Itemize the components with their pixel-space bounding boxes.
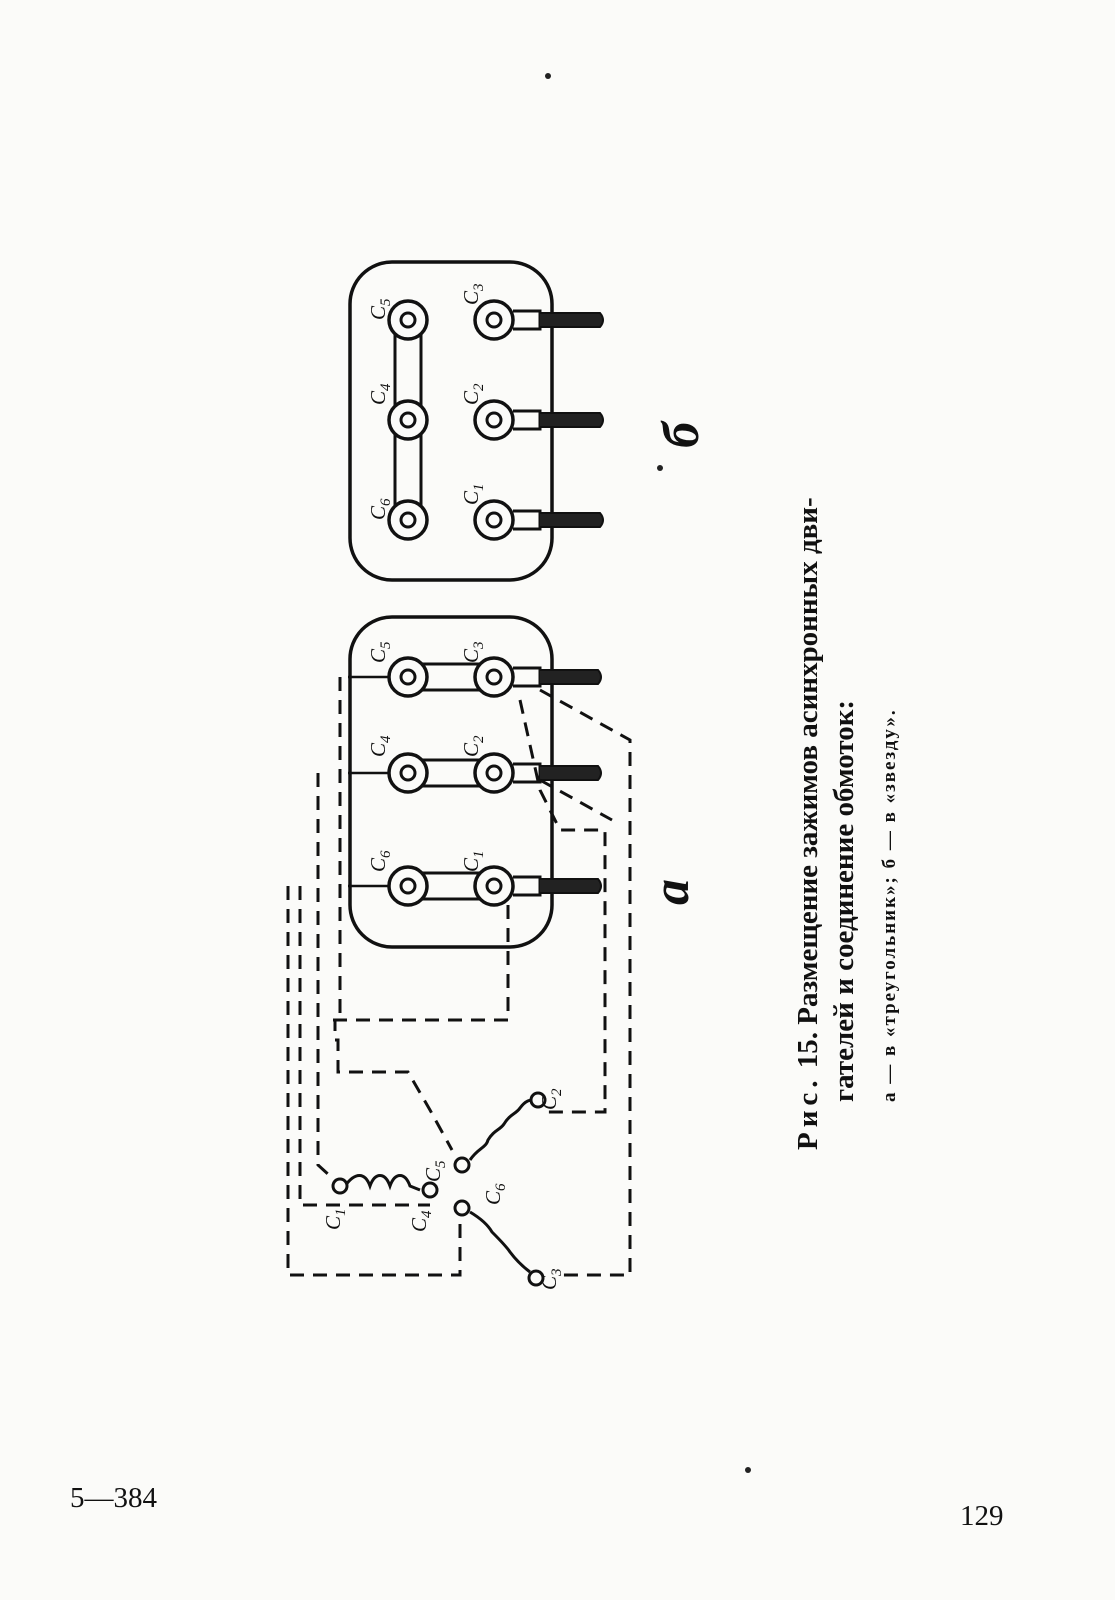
- lead-wire: [513, 762, 602, 784]
- caption-line2: гателей и соединение обмоток:: [828, 699, 860, 1102]
- panel-a-diagram: C6 C4 C5 C1 C2 C3 C1 C4 C5 C6 C2 C3 а: [286, 615, 700, 1290]
- winding-terminal: [527, 1269, 545, 1287]
- caption-number: 15.: [792, 1031, 824, 1069]
- terminal-label: C2: [459, 383, 487, 405]
- terminal: [473, 299, 515, 341]
- terminal-label: C1: [459, 483, 487, 505]
- terminal-label: C4: [366, 735, 394, 757]
- terminal-label: C5: [366, 641, 394, 663]
- winding-terminal: [453, 1156, 471, 1174]
- caption-line1: Размещение зажимов асинхронных дви-: [792, 497, 824, 1025]
- terminal-label: C5: [366, 298, 394, 320]
- winding-terminal: [421, 1181, 439, 1199]
- panel-a-label: а: [643, 879, 700, 905]
- winding-label: C2: [537, 1088, 565, 1110]
- figure-caption: Рис. 15. Размещение зажимов асинхронных …: [790, 250, 908, 1150]
- lead-wire: [513, 509, 604, 531]
- winding-label: C1: [321, 1208, 349, 1230]
- panel-b-label: б: [653, 420, 710, 448]
- terminal-label: C6: [366, 498, 394, 520]
- winding-coils: [343, 1098, 535, 1274]
- terminal: [387, 399, 429, 441]
- connection-wires: [286, 677, 632, 1277]
- terminal-label: C3: [459, 283, 487, 305]
- winding-label: C5: [421, 1160, 449, 1182]
- terminal-label: C2: [459, 735, 487, 757]
- terminal: [387, 656, 429, 698]
- terminal-label: C3: [459, 641, 487, 663]
- speck: [745, 1467, 751, 1473]
- terminal-label: C6: [366, 850, 394, 872]
- winding-label: C6: [481, 1183, 509, 1205]
- winding-terminal: [331, 1177, 349, 1195]
- terminal: [387, 752, 429, 794]
- terminal-label: C4: [366, 383, 394, 405]
- lead-wire: [513, 666, 602, 688]
- terminal: [387, 299, 429, 341]
- terminal: [473, 499, 515, 541]
- caption-subcaption: а — в «треугольник»; б — в «звезду».: [879, 708, 900, 1102]
- terminal-label: C1: [459, 850, 487, 872]
- terminal: [473, 656, 515, 698]
- terminal: [473, 752, 515, 794]
- terminal: [387, 499, 429, 541]
- page-number: 129: [960, 1500, 1004, 1532]
- terminal: [473, 865, 515, 907]
- caption-main: Рис. 15. Размещение зажимов асинхронных …: [790, 250, 862, 1150]
- lead-wire: [513, 875, 602, 897]
- lead-wire: [513, 409, 604, 431]
- winding-terminal: [453, 1199, 471, 1217]
- panel-b-diagram: C6 C4 C5 C1 C2 C3 б: [348, 260, 710, 582]
- winding-terminal: [529, 1091, 547, 1109]
- winding-label: C3: [537, 1268, 565, 1290]
- terminal: [473, 399, 515, 441]
- terminal-box-a: [348, 615, 554, 949]
- speck: [657, 465, 663, 471]
- speck: [545, 73, 551, 79]
- winding-label: C4: [407, 1210, 435, 1232]
- signature-mark: 5—384: [70, 1482, 157, 1514]
- lead-wire: [513, 309, 604, 331]
- caption-prefix: Рис.: [792, 1075, 824, 1150]
- terminal: [387, 865, 429, 907]
